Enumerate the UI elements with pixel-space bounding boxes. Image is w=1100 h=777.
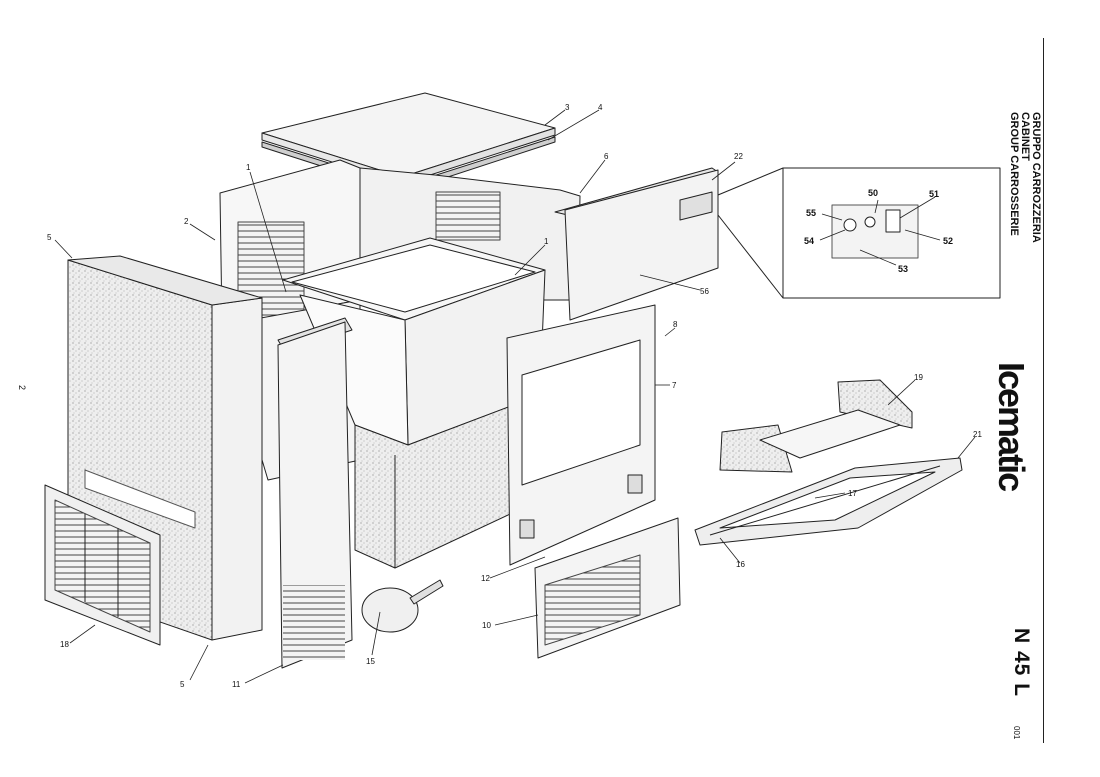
- callout-label: 6: [604, 152, 609, 161]
- bin-bottom-frame: [694, 457, 963, 546]
- margin-rule: [1043, 38, 1044, 743]
- callout-label: 7: [672, 381, 677, 390]
- callout-label: 12: [481, 574, 490, 583]
- control-panel: [554, 167, 719, 321]
- callout-labels: 1 1 2 3 4 5 5 6 7 8 10 11 12 15 16 17 18…: [47, 103, 982, 689]
- front-vertical-panel: [277, 317, 353, 669]
- callout-label: 2: [184, 217, 189, 226]
- callout-label: 17: [848, 489, 857, 498]
- front-frame: [506, 304, 656, 566]
- page-number: 2: [17, 385, 27, 391]
- detail-callout-label: 52: [943, 236, 953, 246]
- callout-label: 10: [482, 621, 491, 630]
- top-lid: [261, 92, 556, 193]
- group-title-en: CABINET: [1019, 112, 1031, 161]
- callout-label: 1: [544, 237, 549, 246]
- lower-door: [534, 517, 681, 659]
- callout-label: 1: [246, 163, 251, 172]
- callout-label: 15: [366, 657, 375, 666]
- callout-label: 21: [973, 430, 982, 439]
- group-titles: GRUPPO CARROZZERIA CABINET GROUP CARROSS…: [1008, 112, 1042, 243]
- detail-inset: [717, 167, 1001, 299]
- detail-callout-label: 55: [806, 208, 816, 218]
- callout-label: 4: [598, 103, 603, 112]
- detail-callout-label: 51: [929, 189, 939, 199]
- detail-callout-label: 54: [804, 236, 814, 246]
- callout-label: 19: [914, 373, 923, 382]
- model-name: N 45 L: [1010, 628, 1033, 698]
- group-title-fr: GROUP CARROSSERIE: [1008, 112, 1020, 236]
- group-title-it: GRUPPO CARROZZERIA: [1030, 112, 1042, 243]
- callout-label: 16: [736, 560, 745, 569]
- callout-label: 56: [700, 287, 709, 296]
- callout-label: 22: [734, 152, 743, 161]
- callout-label: 5: [180, 680, 185, 689]
- side-grille: [44, 484, 161, 646]
- callout-label: 5: [47, 233, 52, 242]
- callout-label: 18: [60, 640, 69, 649]
- callout-label: 3: [565, 103, 570, 112]
- callout-label: 8: [673, 320, 678, 329]
- detail-callout-label: 53: [898, 264, 908, 274]
- detail-callout-label: 50: [868, 188, 878, 198]
- brand-logo: Icematic: [991, 362, 1032, 491]
- bin-shelf: [719, 379, 913, 473]
- ice-scoop: [361, 579, 444, 633]
- leader-lines: [54, 109, 976, 684]
- callout-label: 11: [232, 680, 241, 689]
- sheet-code: 001: [1012, 726, 1021, 740]
